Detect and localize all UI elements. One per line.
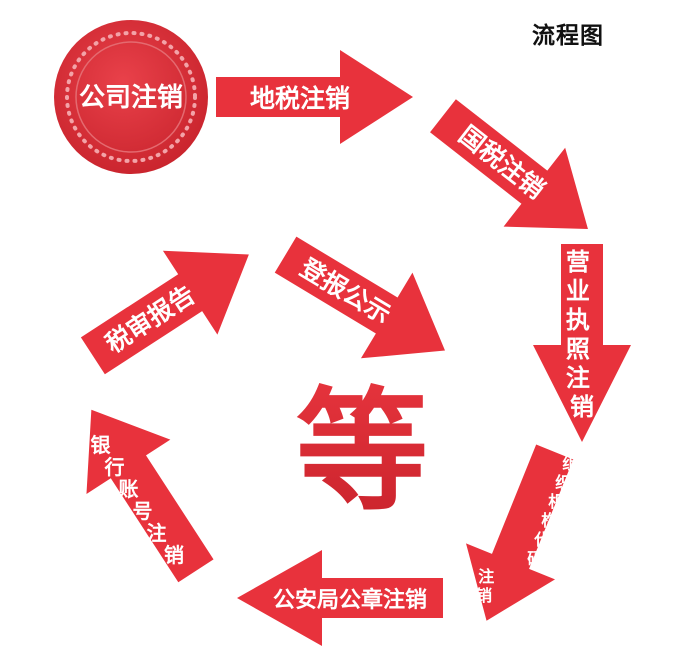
- page-title: 流程图: [532, 23, 604, 49]
- arrow-seal-shape: [237, 550, 443, 646]
- start-circle: 公司注销: [54, 20, 208, 174]
- arrow-local-tax: 地税注销: [216, 50, 413, 144]
- start-circle-dots: [65, 31, 197, 163]
- arrow-announcement-shape: [274, 236, 446, 359]
- arrow-business-license-shape: [533, 244, 631, 442]
- arrow-bank-account: [86, 409, 214, 583]
- start-circle-ring: [75, 41, 187, 153]
- arrow-tax-audit: 税审报告: [80, 250, 249, 375]
- arrow-business-license-label: 营 业 执 照 注 销: [566, 248, 598, 421]
- arrow-tax-audit-shape: [80, 250, 249, 375]
- arrow-org-code-shape: [466, 444, 574, 621]
- arrow-seal: 公安局公章注销: [237, 550, 443, 646]
- arrow-local-tax-shape: [216, 50, 413, 144]
- arrow-business-license: 营 业 执 照 注 销: [533, 244, 631, 442]
- start-label: 公司注销: [79, 82, 183, 113]
- arrow-org-code-label: 组 织 机 构 代 码 注 销: [476, 454, 584, 605]
- arrow-bank-account-shape: [86, 409, 214, 583]
- arrow-bank-account-label: 银 行 账 号 注 销: [91, 433, 184, 567]
- center-label: 等: [296, 375, 428, 529]
- arrow-org-code: [466, 444, 574, 621]
- arrow-seal-label: 公安局公章注销: [273, 587, 427, 613]
- arrow-local-tax-label: 地税注销: [250, 84, 350, 113]
- arrow-national-tax: 国税注销: [430, 99, 588, 230]
- center-character: 等: [296, 375, 428, 529]
- arrow-national-tax-shape: [430, 99, 588, 230]
- arrow-announcement: 登报公示: [274, 236, 446, 359]
